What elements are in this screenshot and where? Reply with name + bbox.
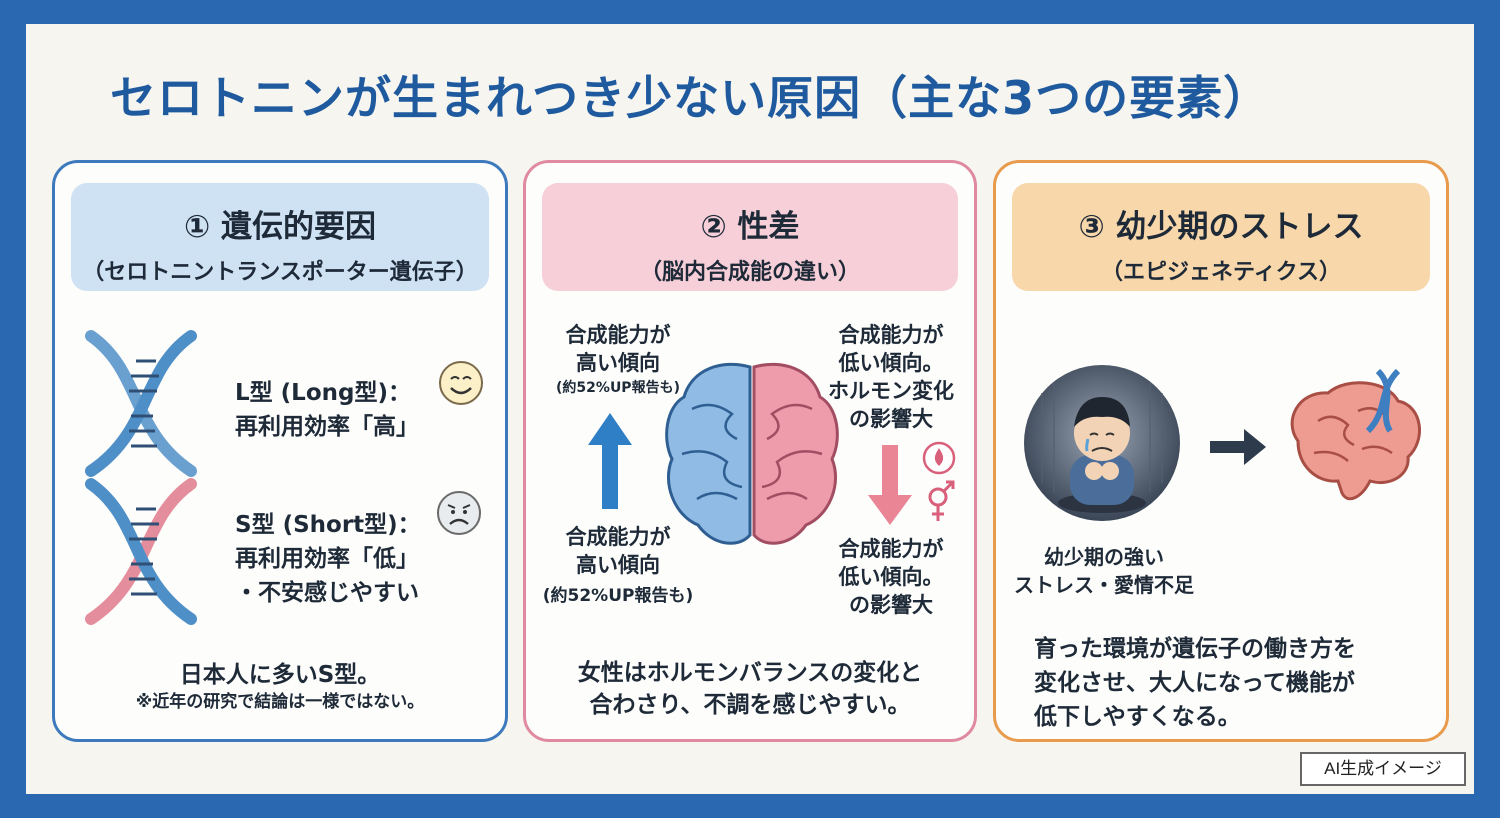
panel-sex-title: ② 性差 (700, 209, 800, 245)
sad-face-icon (437, 491, 481, 535)
panel-childhood-stress: ③ 幼少期のストレス （エピジェネティクス） (993, 160, 1449, 742)
l-type-efficiency: 再利用効率「高」 (235, 414, 419, 440)
male-bottom-line3: (約52%UP報告も) (542, 586, 694, 606)
brain-icon (665, 362, 839, 545)
crying-child-icon (1024, 365, 1180, 521)
female-top-line3: ホルモン変化 (828, 379, 954, 403)
male-bottom-line1: 合成能力が (565, 525, 671, 549)
panel-genetic-subtitle: （セロトニントランスポーター遺伝子） (82, 260, 478, 285)
s-type-anxiety: ・不安感じやすい (235, 580, 419, 606)
dna-icon (85, 478, 197, 625)
panel-sex-header: ② 性差 （脳内合成能の違い） (542, 183, 958, 291)
panel-stress-header: ③ 幼少期のストレス （エピジェネティクス） (1012, 183, 1430, 291)
l-type-label: L型 (Long型)： (235, 380, 411, 406)
brain-dna-icon (1290, 368, 1421, 501)
panel-genetic-header: ① 遺伝的要因 （セロトニントランスポーター遺伝子） (71, 183, 489, 291)
male-bottom-line2: 高い傾向 (576, 553, 660, 577)
smile-face-icon (439, 361, 483, 405)
male-top-line3: (約52%UP報告も) (556, 380, 680, 396)
stress-note-line3: 低下しやすくなる。 (1034, 704, 1241, 730)
up-arrow-icon (588, 413, 632, 509)
stress-caption-line1: 幼少期の強い (1044, 545, 1164, 569)
down-arrow-icon (868, 445, 912, 525)
sex-note-line1: 女性はホルモンバランスの変化と (577, 660, 923, 686)
s-type-efficiency: 再利用効率「低」 (235, 546, 419, 572)
female-top-line2: 低い傾向。 (838, 351, 944, 375)
stress-note-line1: 育った環境が遺伝子の働き方を (1034, 636, 1356, 662)
stress-note-line2: 変化させ、大人になって機能が (1034, 670, 1355, 696)
dna-icon (85, 330, 197, 477)
genetic-note-main: 日本人に多いS型。 (179, 662, 381, 688)
male-top-line1: 合成能力が (565, 323, 671, 347)
s-type-label: S型 (Short型)： (235, 512, 421, 538)
ai-generated-badge: AI生成イメージ (1300, 752, 1466, 786)
female-bottom-line3: の影響大 (849, 593, 933, 617)
panel-genetic: ① 遺伝的要因 （セロトニントランスポーター遺伝子） L型 (Long型)： 再… (52, 160, 508, 742)
female-top-line4: の影響大 (849, 407, 933, 431)
stress-caption-line2: ストレス・愛情不足 (1014, 573, 1194, 597)
right-arrow-icon (1210, 429, 1266, 465)
male-top-line2: 高い傾向 (576, 351, 660, 375)
panel-sex-difference: ② 性差 （脳内合成能の違い） 合成能力が 高い傾向 (約52%UP報告も) 合… (523, 160, 977, 742)
panel-genetic-title: ① 遺伝的要因 (183, 209, 377, 245)
female-bottom-line1: 合成能力が (838, 537, 944, 561)
page-title: セロトニンが生まれつき少ない原因（主な3つの要素） (110, 71, 1271, 125)
panel-stress-title: ③ 幼少期のストレス (1078, 209, 1364, 245)
female-bottom-line2: 低い傾向。 (838, 565, 944, 589)
genetic-note-sub: ※近年の研究で結論は一様ではない。 (135, 692, 425, 712)
female-top-line1: 合成能力が (838, 323, 944, 347)
panel-sex-subtitle: （脳内合成能の違い） (639, 260, 860, 285)
blood-drop-icon (922, 441, 956, 475)
panel-stress-subtitle: （エピジェネティクス） (1100, 260, 1342, 285)
gender-icon (928, 480, 955, 521)
sex-note-line2: 合わさり、不調を感じやすい。 (589, 692, 911, 718)
